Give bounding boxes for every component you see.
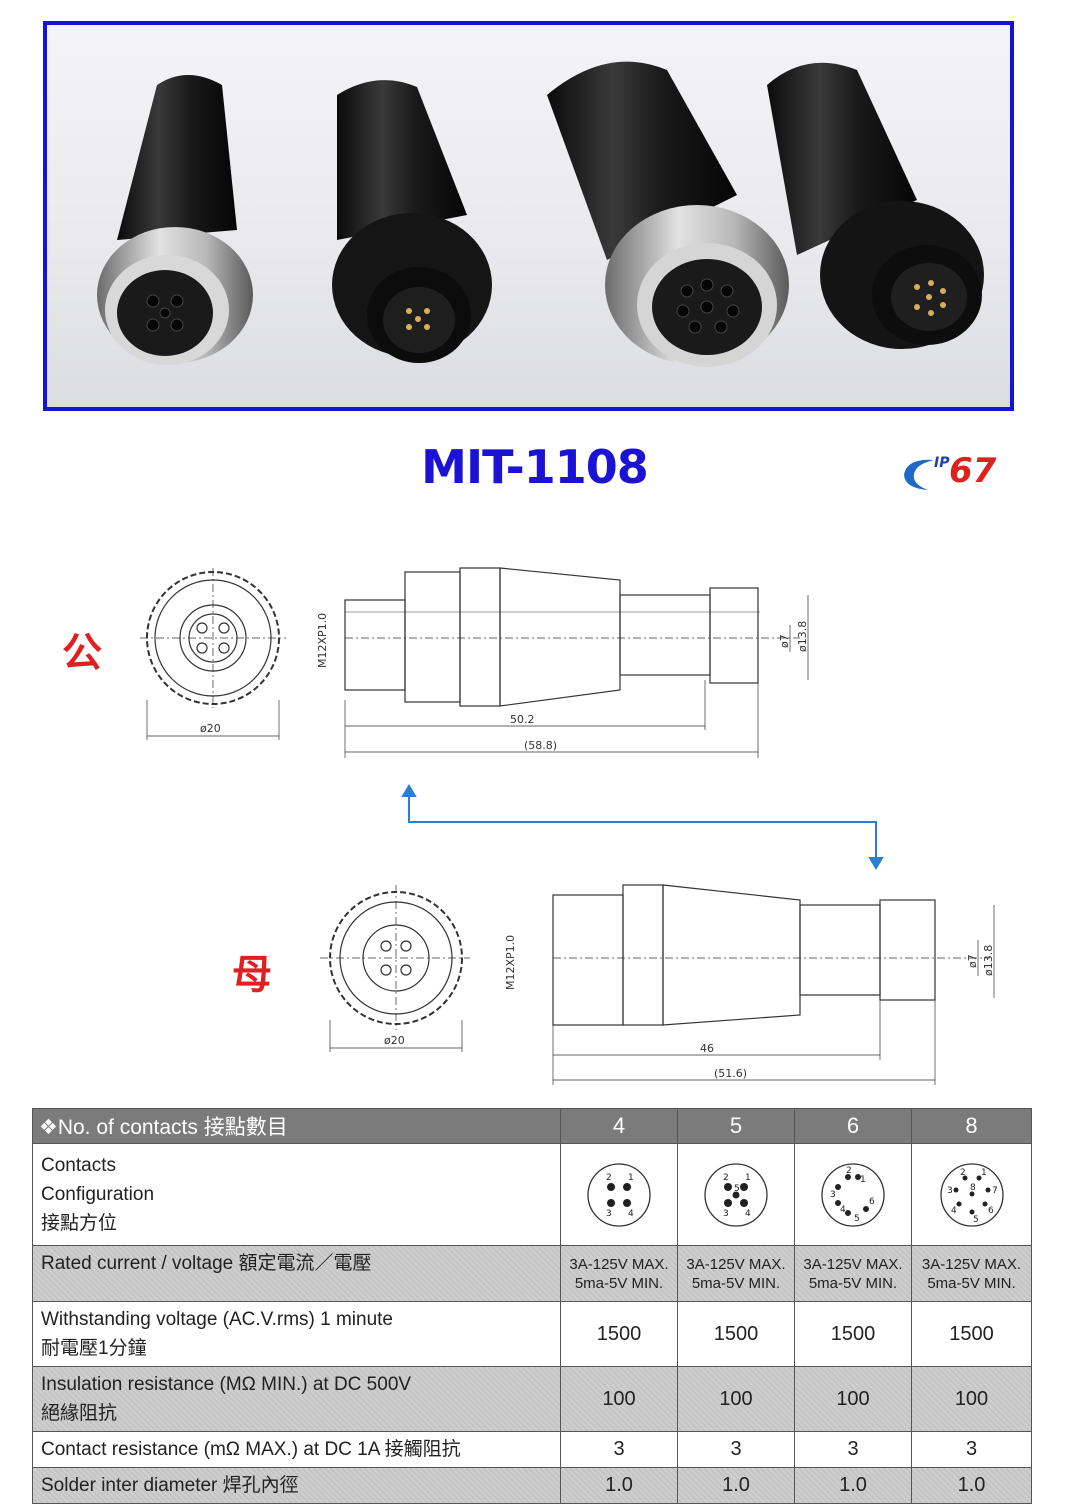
row-label: Solder inter diameter 焊孔內徑 bbox=[32, 1467, 561, 1504]
header-contacts-label: ❖No. of contacts 接點數目 bbox=[32, 1108, 561, 1144]
spec-table: ❖No. of contacts 接點數目 4 5 6 8 Contacts C… bbox=[32, 1108, 1032, 1504]
svg-text:3: 3 bbox=[830, 1190, 836, 1200]
table-cell: 100 bbox=[911, 1366, 1032, 1432]
svg-text:5: 5 bbox=[854, 1214, 860, 1224]
svg-text:1: 1 bbox=[628, 1173, 634, 1183]
pin-layout-8: 2 1 3 8 7 4 5 6 bbox=[911, 1143, 1032, 1246]
svg-text:6: 6 bbox=[869, 1197, 875, 1207]
table-row-contact-resistance: Contact resistance (mΩ MAX.) at DC 1A 接觸… bbox=[32, 1431, 1032, 1468]
table-cell: 1500 bbox=[794, 1301, 912, 1367]
connector-female-4pin-photo bbox=[97, 75, 253, 365]
svg-text:2: 2 bbox=[723, 1173, 729, 1183]
male-cable-inner: ø7 bbox=[778, 634, 791, 648]
female-label: 母 bbox=[232, 952, 272, 998]
table-row-withstanding-voltage: Withstanding voltage (AC.V.rms) 1 minute… bbox=[32, 1301, 1032, 1367]
table-cell: 1500 bbox=[911, 1301, 1032, 1367]
header-col-8: 8 bbox=[911, 1108, 1032, 1144]
product-photo bbox=[43, 21, 1014, 411]
table-row-solder-diameter: Solder inter diameter 焊孔內徑 1.0 1.0 1.0 1… bbox=[32, 1467, 1032, 1504]
svg-text:4: 4 bbox=[745, 1209, 751, 1219]
male-cable-outer: ø13.8 bbox=[796, 621, 809, 652]
svg-text:8: 8 bbox=[970, 1183, 976, 1193]
row-label: Insulation resistance (MΩ MIN.) at DC 50… bbox=[32, 1366, 561, 1432]
svg-text:3: 3 bbox=[723, 1209, 729, 1219]
ip-swoosh-icon bbox=[904, 459, 934, 490]
male-face-view bbox=[140, 568, 286, 740]
mating-arrow bbox=[401, 784, 884, 870]
female-total-length: (51.6) bbox=[714, 1067, 747, 1080]
connector-photo-graphic bbox=[97, 61, 984, 367]
female-face-diameter: ø20 bbox=[384, 1034, 405, 1047]
ip-rating-number: 67 bbox=[949, 451, 997, 491]
svg-text:5: 5 bbox=[734, 1184, 740, 1194]
male-thread: M12XP1.0 bbox=[316, 613, 329, 668]
svg-text:5: 5 bbox=[973, 1215, 979, 1225]
table-cell: 3A-125V MAX.5ma-5V MIN. bbox=[677, 1245, 795, 1302]
svg-text:4: 4 bbox=[840, 1205, 846, 1215]
table-cell: 1.0 bbox=[794, 1467, 912, 1504]
table-cell: 1.0 bbox=[677, 1467, 795, 1504]
table-cell: 3A-125V MAX.5ma-5V MIN. bbox=[794, 1245, 912, 1302]
female-thread: M12XP1.0 bbox=[504, 935, 517, 990]
header-col-5: 5 bbox=[677, 1108, 795, 1144]
svg-text:6: 6 bbox=[988, 1206, 994, 1216]
header-col-4: 4 bbox=[560, 1108, 678, 1144]
svg-text:3: 3 bbox=[947, 1186, 953, 1196]
model-title: MIT-1108 bbox=[421, 440, 649, 494]
male-face-diameter: ø20 bbox=[200, 722, 221, 735]
male-length: 50.2 bbox=[510, 713, 535, 726]
pin-layout-6: 1 2 3 4 5 6 bbox=[794, 1143, 912, 1246]
row-label: Contact resistance (mΩ MAX.) at DC 1A 接觸… bbox=[32, 1431, 561, 1468]
svg-text:4: 4 bbox=[951, 1206, 957, 1216]
pin-layout-4: 2 1 3 4 bbox=[560, 1143, 678, 1246]
table-cell: 3A-125V MAX.5ma-5V MIN. bbox=[560, 1245, 678, 1302]
svg-text:2: 2 bbox=[606, 1173, 612, 1183]
table-cell: 100 bbox=[677, 1366, 795, 1432]
row-label: Contacts Configuration 接點方位 bbox=[32, 1143, 561, 1246]
table-cell: 1500 bbox=[560, 1301, 678, 1367]
female-side-view bbox=[552, 884, 995, 1085]
technical-drawings: ø20 50.2 (58.8) M12XP1.0 ø7 ø13.8 ø20 46… bbox=[140, 567, 995, 1085]
table-cell: 100 bbox=[794, 1366, 912, 1432]
table-row-insulation-resistance: Insulation resistance (MΩ MIN.) at DC 50… bbox=[32, 1366, 1032, 1432]
male-side-view bbox=[344, 567, 809, 758]
table-cell: 3 bbox=[560, 1431, 678, 1468]
table-cell: 1.0 bbox=[560, 1467, 678, 1504]
table-cell: 3A-125V MAX.5ma-5V MIN. bbox=[911, 1245, 1032, 1302]
connector-male-5pin-photo bbox=[332, 80, 492, 363]
connector-male-8pin-photo bbox=[767, 62, 984, 349]
male-total-length: (58.8) bbox=[524, 739, 557, 752]
svg-text:2: 2 bbox=[960, 1168, 966, 1178]
ip-rating-badge: IP 67 bbox=[898, 452, 1008, 494]
table-cell: 3 bbox=[794, 1431, 912, 1468]
table-cell: 3 bbox=[677, 1431, 795, 1468]
svg-text:7: 7 bbox=[992, 1186, 998, 1196]
diamond-bullet-icon: ❖ bbox=[39, 1116, 58, 1139]
connector-female-8pin-photo bbox=[547, 61, 789, 367]
table-row-configuration: Contacts Configuration 接點方位 2 1 3 4 2 bbox=[32, 1143, 1032, 1246]
ip-rating-prefix: IP bbox=[934, 455, 950, 471]
table-cell: 1.0 bbox=[911, 1467, 1032, 1504]
row-label: Rated current / voltage 額定電流／電壓 bbox=[32, 1245, 561, 1302]
female-cable-outer: ø13.8 bbox=[982, 945, 995, 976]
table-cell: 1500 bbox=[677, 1301, 795, 1367]
pin-layout-5: 2 1 5 3 4 bbox=[677, 1143, 795, 1246]
table-header-row: ❖No. of contacts 接點數目 4 5 6 8 bbox=[32, 1108, 1032, 1144]
female-cable-inner: ø7 bbox=[966, 954, 979, 968]
svg-text:1: 1 bbox=[745, 1173, 751, 1183]
female-face-view bbox=[320, 885, 470, 1052]
svg-text:4: 4 bbox=[628, 1209, 634, 1219]
row-label: Withstanding voltage (AC.V.rms) 1 minute… bbox=[32, 1301, 561, 1367]
svg-text:2: 2 bbox=[846, 1166, 852, 1176]
svg-text:1: 1 bbox=[981, 1168, 987, 1178]
svg-text:3: 3 bbox=[606, 1209, 612, 1219]
table-cell: 100 bbox=[560, 1366, 678, 1432]
table-row-rated-current: Rated current / voltage 額定電流／電壓 3A-125V … bbox=[32, 1245, 1032, 1302]
table-cell: 3 bbox=[911, 1431, 1032, 1468]
header-col-6: 6 bbox=[794, 1108, 912, 1144]
male-label: 公 bbox=[62, 630, 102, 676]
svg-text:1: 1 bbox=[860, 1175, 866, 1185]
female-length: 46 bbox=[700, 1042, 714, 1055]
